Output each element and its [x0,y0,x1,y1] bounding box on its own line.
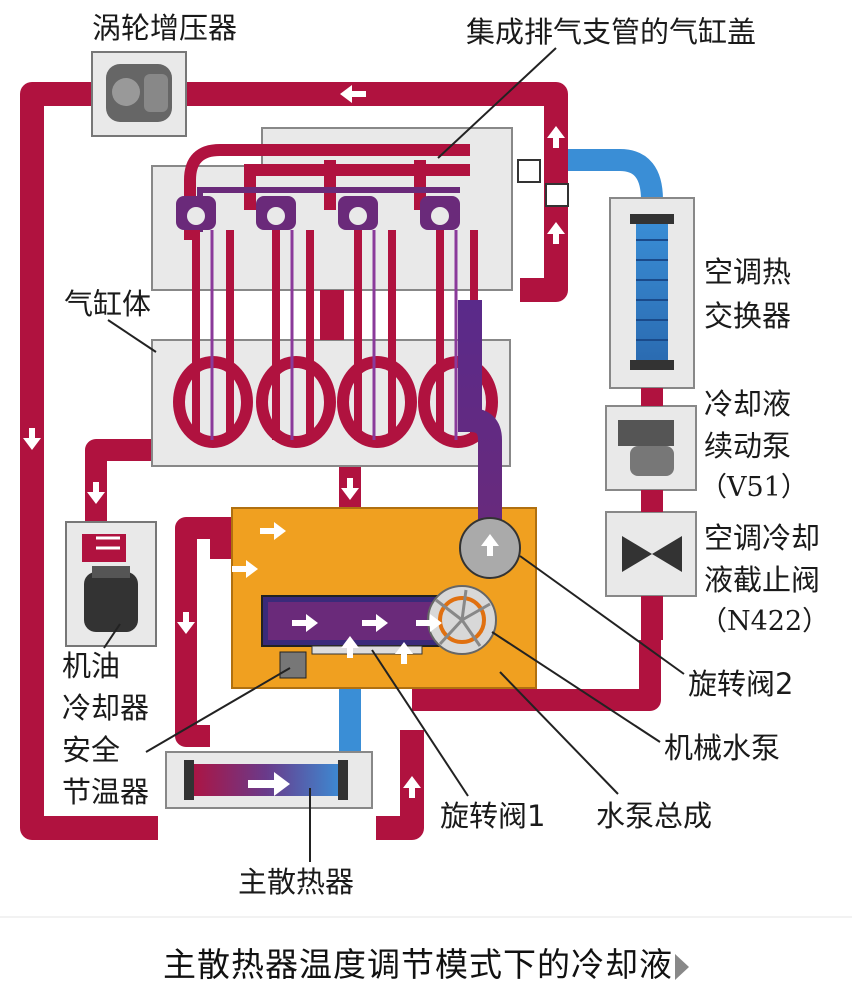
label-main-radiator: 主散热器 [238,865,354,899]
label-oil-cooler-line1: 机油 [62,649,120,683]
coolant-pipes-hot [20,82,661,840]
cylinder-block [151,230,511,467]
safety-thermostat [279,651,307,679]
ac-heat-exchanger [609,197,695,389]
cylinder-head [151,127,569,291]
oil-cooler [65,521,157,647]
label-thermostat-line2: 节温器 [62,775,149,809]
ac-shutoff-valve-n422 [605,511,697,597]
flow-arrows [23,85,565,840]
coolant-pump-v51 [605,405,697,491]
label-valve-n422-line2: 液截止阀 [704,563,820,597]
label-cylinder-head: 集成排气支管的气缸盖 [466,15,756,49]
label-mechanical-pump: 机械水泵 [664,731,780,765]
turbocharger [91,51,187,137]
diagram-caption: 主散热器温度调节模式下的冷却液 [0,938,852,986]
label-turbocharger: 涡轮增压器 [92,11,237,45]
label-ac-exchanger-line1: 空调热 [704,255,791,289]
label-pump-v51-line2: 续动泵 [704,429,791,463]
label-pump-v51-code: （V51） [700,472,808,503]
leader-lines [103,47,685,862]
label-valve-n422-code: （N422） [700,606,829,637]
rotary-valve-1 [311,645,423,655]
label-oil-cooler-line2: 冷却器 [62,691,149,725]
label-pump-assembly: 水泵总成 [596,799,712,833]
label-rotary-valve-2: 旋转阀2 [688,667,793,701]
caption-text: 主散热器温度调节模式下的冷却液 [163,945,673,984]
cooling-system-diagram: 涡轮增压器 集成排气支管的气缸盖 气缸体 空调热 交换器 冷却液 续动泵 （V5… [20,11,829,899]
label-pump-v51-line1: 冷却液 [704,387,791,421]
caption-arrow-icon [675,953,689,980]
label-thermostat-line1: 安全 [62,733,120,767]
label-valve-n422-line1: 空调冷却 [704,521,820,555]
label-rotary-valve-1: 旋转阀1 [440,799,545,833]
label-ac-exchanger-line2: 交换器 [704,299,791,333]
label-cylinder-block: 气缸体 [64,287,151,321]
caption-divider [0,916,852,918]
